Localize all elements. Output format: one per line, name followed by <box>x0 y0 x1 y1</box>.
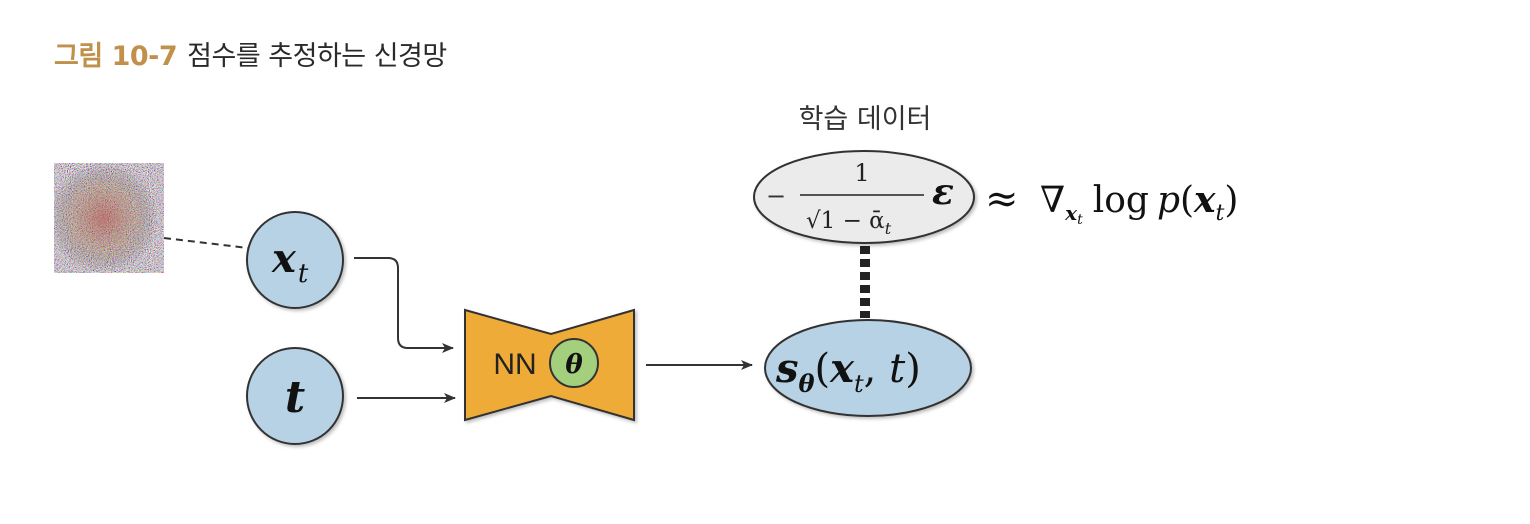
nn-label: NN <box>493 348 536 381</box>
training-data-caption: 학습 데이터 <box>799 104 932 135</box>
xt-node <box>246 211 344 309</box>
t-node-label: t <box>285 372 305 423</box>
t-node <box>246 347 344 445</box>
theta-param-label: θ <box>565 350 583 380</box>
xt-to-nn-arrow <box>354 257 454 353</box>
image-link-dashed-line <box>163 237 249 249</box>
target-numerator: 1 <box>854 159 869 187</box>
target-minus: − <box>766 182 786 210</box>
output-node-label: sθ(xt, t) <box>775 345 921 398</box>
figure-caption: 그림 10-7 점수를 추정하는 신경망 <box>54 34 447 73</box>
target-denominator: √1 − ᾱt <box>806 208 892 238</box>
target-epsilon: ε <box>932 171 954 213</box>
approx-symbol: ≈ <box>985 176 1019 222</box>
figure-title: 점수를 추정하는 신경망 <box>187 41 447 72</box>
output-node <box>764 319 972 417</box>
target-node <box>753 150 975 244</box>
noisy-image-thumbnail-icon <box>54 163 164 273</box>
xt-node-label: xt <box>271 235 309 289</box>
figure-number: 그림 10-7 <box>54 41 178 72</box>
theta-param-node <box>549 338 599 388</box>
